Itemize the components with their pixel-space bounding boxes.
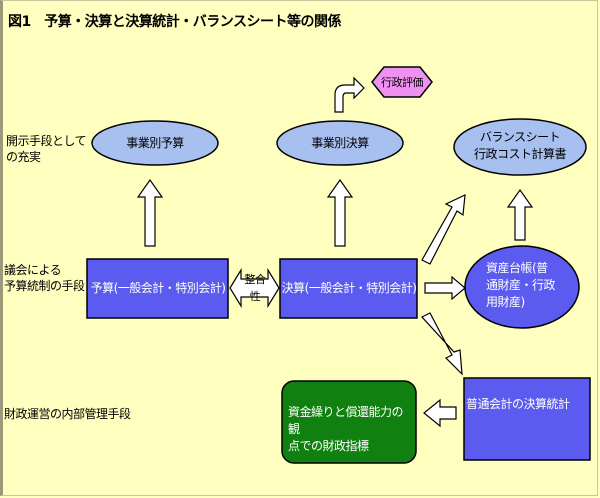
arrow-up-budget (136, 178, 164, 247)
node-budget: 予算(一般会計・特別会計) (90, 280, 226, 295)
arrow-curved-evaluation (334, 76, 365, 113)
node-consistency: 整合性 (244, 273, 267, 303)
box-settlement (279, 258, 418, 319)
row-label-line: 予算統制の手段 (4, 279, 85, 293)
arrow-up-settlement (326, 178, 354, 247)
row-label-line: 議会による (4, 263, 62, 277)
hexagon-admin-evaluation (371, 66, 433, 98)
ellipse-settlement-by-project (276, 120, 404, 166)
row-label-assembly: 議会による 予算統制の手段 (4, 262, 85, 294)
arrow-double-consistency (229, 267, 280, 309)
node-admin-evaluation: 行政評価 (381, 75, 424, 89)
box-budget (86, 258, 229, 319)
arrow-up-balance-sheet (506, 188, 534, 241)
node-ordinary-account-stats: 普通会計の決算統計 (466, 397, 570, 411)
node-line: 資産台帳(普 (486, 261, 548, 275)
arrow-left-financial-indicators (423, 398, 457, 428)
row-label-internal: 財政運営の内部管理手段 (4, 407, 131, 421)
node-line: 点での財政指標 (288, 439, 369, 453)
node-line: バランスシート (479, 130, 561, 144)
node-settlement-by-project: 事業別決算 (311, 135, 369, 150)
ellipse-balance-sheet (453, 118, 587, 176)
node-asset-ledger: 資産台帳(普 通財産・行政 用財産) (486, 260, 566, 311)
arrow-right-asset-ledger (424, 275, 466, 301)
ellipse-budget-by-project (91, 120, 219, 166)
arrow-diagonal-balance-sheet (421, 194, 466, 265)
node-settlement: 決算(一般会計・特別会計) (281, 280, 417, 295)
ellipse-asset-ledger (464, 245, 580, 329)
node-financial-indicators: 資金繰りと償還能力の観 点での財政指標 (288, 404, 414, 455)
arrow-diagonal-ordinary-stats (421, 312, 463, 376)
node-line: 行政コスト計算書 (473, 147, 567, 161)
box-financial-indicators (281, 380, 417, 464)
node-line: 通財産・行政 (486, 278, 556, 292)
row-label-line: 開示手段として (6, 134, 87, 148)
node-balance-sheet: バランスシート 行政コスト計算書 (454, 129, 586, 163)
node-line: 資金繰りと償還能力の観 (288, 405, 404, 436)
node-budget-by-project: 事業別予算 (126, 135, 184, 150)
node-line: 用財産) (486, 295, 525, 309)
row-label-disclosure: 開示手段として の充実 (6, 133, 87, 165)
box-ordinary-account-stats (463, 377, 591, 461)
row-label-line: の充実 (6, 150, 41, 164)
figure-title: 図1 予算・決算と決算統計・バランスシート等の関係 (8, 14, 341, 30)
